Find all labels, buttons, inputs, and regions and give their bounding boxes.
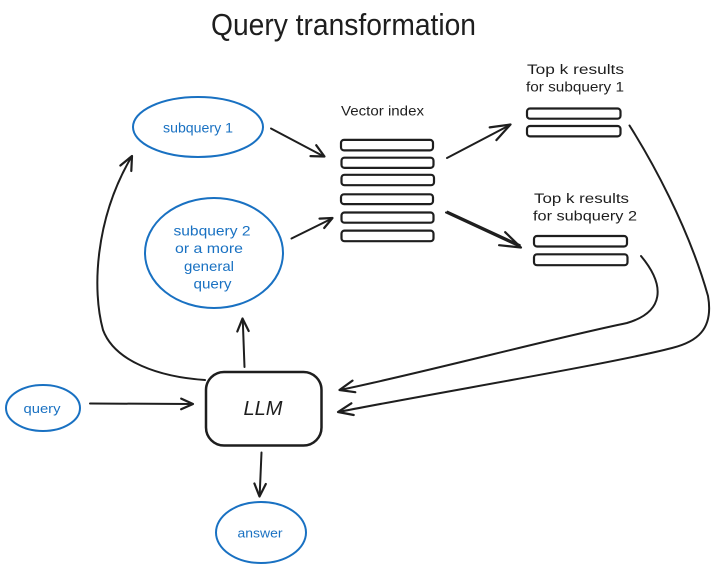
svg-text:answer: answer xyxy=(238,526,284,541)
svg-text:general: general xyxy=(184,258,234,274)
svg-text:Vector index: Vector index xyxy=(341,104,424,119)
svg-text:Query transformation: Query transformation xyxy=(211,7,476,42)
svg-text:for subquery 1: for subquery 1 xyxy=(526,80,624,95)
svg-text:LLM: LLM xyxy=(244,398,283,420)
svg-text:query: query xyxy=(24,401,62,416)
svg-text:subquery 1: subquery 1 xyxy=(163,120,233,136)
svg-text:for subquery 2: for subquery 2 xyxy=(533,208,637,223)
svg-text:Top k results: Top k results xyxy=(534,191,629,206)
svg-text:subquery 2: subquery 2 xyxy=(174,223,251,239)
svg-text:or a more: or a more xyxy=(175,240,243,256)
svg-text:query: query xyxy=(194,276,232,292)
svg-text:Top k results: Top k results xyxy=(527,62,624,77)
